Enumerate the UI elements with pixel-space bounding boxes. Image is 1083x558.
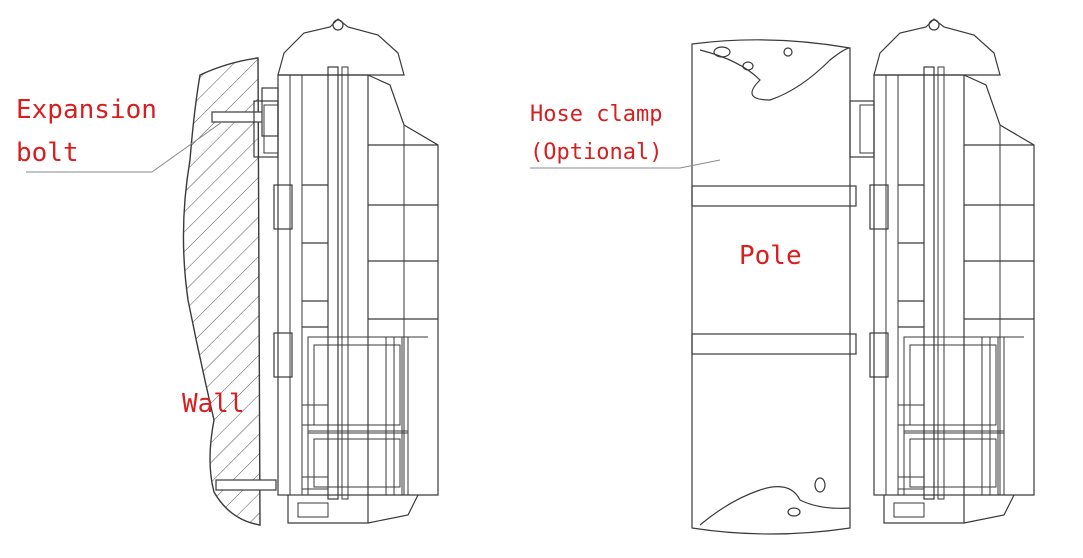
pole-section: [691, 39, 851, 535]
expansion-bolt-label-line1: Expansion: [16, 95, 157, 125]
expansion-bolt-top: [211, 87, 279, 137]
enclosure-pole: [849, 18, 1035, 524]
expansion-bolt-leader: [26, 121, 223, 173]
hose-clamp-bottom: [691, 333, 857, 355]
wall-label: Wall: [182, 389, 245, 419]
enclosure-wall: [253, 18, 439, 524]
expansion-bolt-bottom: [215, 479, 277, 491]
expansion-bolt-label-line2: bolt: [16, 138, 79, 168]
pole-mount-view: [530, 18, 1035, 535]
hose-clamp-label-line2: (Optional): [530, 140, 663, 165]
pole-label: Pole: [739, 241, 802, 271]
hose-clamp-top: [691, 185, 857, 207]
hose-clamp-label-line1: Hose clamp: [530, 102, 663, 127]
hose-clamp-leader: [530, 159, 721, 169]
